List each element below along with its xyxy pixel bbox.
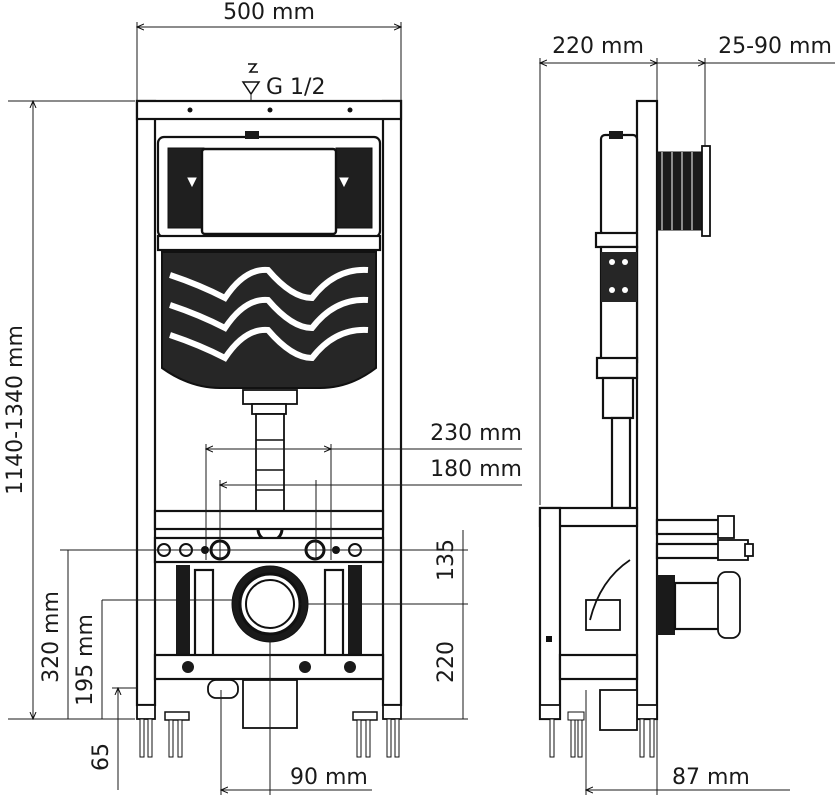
middle-rail [153, 509, 385, 531]
offset-90-label: 90 mm [290, 765, 368, 790]
spacing-230-label: 230 mm [430, 421, 522, 446]
vertical-135-label: 135 [434, 539, 459, 581]
side-leg [538, 506, 562, 721]
width-label: 500 mm [223, 0, 315, 25]
right-post [381, 99, 403, 707]
flush-pipe [255, 413, 285, 515]
side-dimensions: 220 mm 25-90 mm 87 mm [540, 34, 835, 795]
supply-label: G 1/2 [266, 75, 325, 100]
left-post [135, 99, 157, 707]
front-dimensions: 500 mm G 1/2 1140-1340 mm 230 mm 180 mm … [3, 0, 522, 795]
front-view [135, 99, 403, 758]
foot-65-label: 65 [89, 743, 114, 771]
side-rail-lower [558, 653, 639, 681]
side-drain-pipe [657, 575, 675, 635]
offset-87-label: 87 mm [672, 765, 750, 790]
flush-plate-opening [200, 147, 338, 236]
side-post [635, 99, 659, 721]
water-supply-icon [248, 63, 258, 73]
depth-label: 220 mm [552, 34, 644, 59]
wall-connector [656, 151, 703, 231]
height-label: 1140-1340 mm [3, 325, 28, 495]
height-320-label: 320 mm [39, 591, 64, 683]
cistern-rail [156, 234, 382, 252]
side-view [538, 99, 754, 758]
side-cistern-top [599, 133, 639, 237]
spacing-180-label: 180 mm [430, 457, 522, 482]
wall-offset-label: 25-90 mm [718, 34, 832, 59]
height-195-label: 195 mm [73, 614, 98, 706]
vertical-220-label: 220 [434, 641, 459, 683]
